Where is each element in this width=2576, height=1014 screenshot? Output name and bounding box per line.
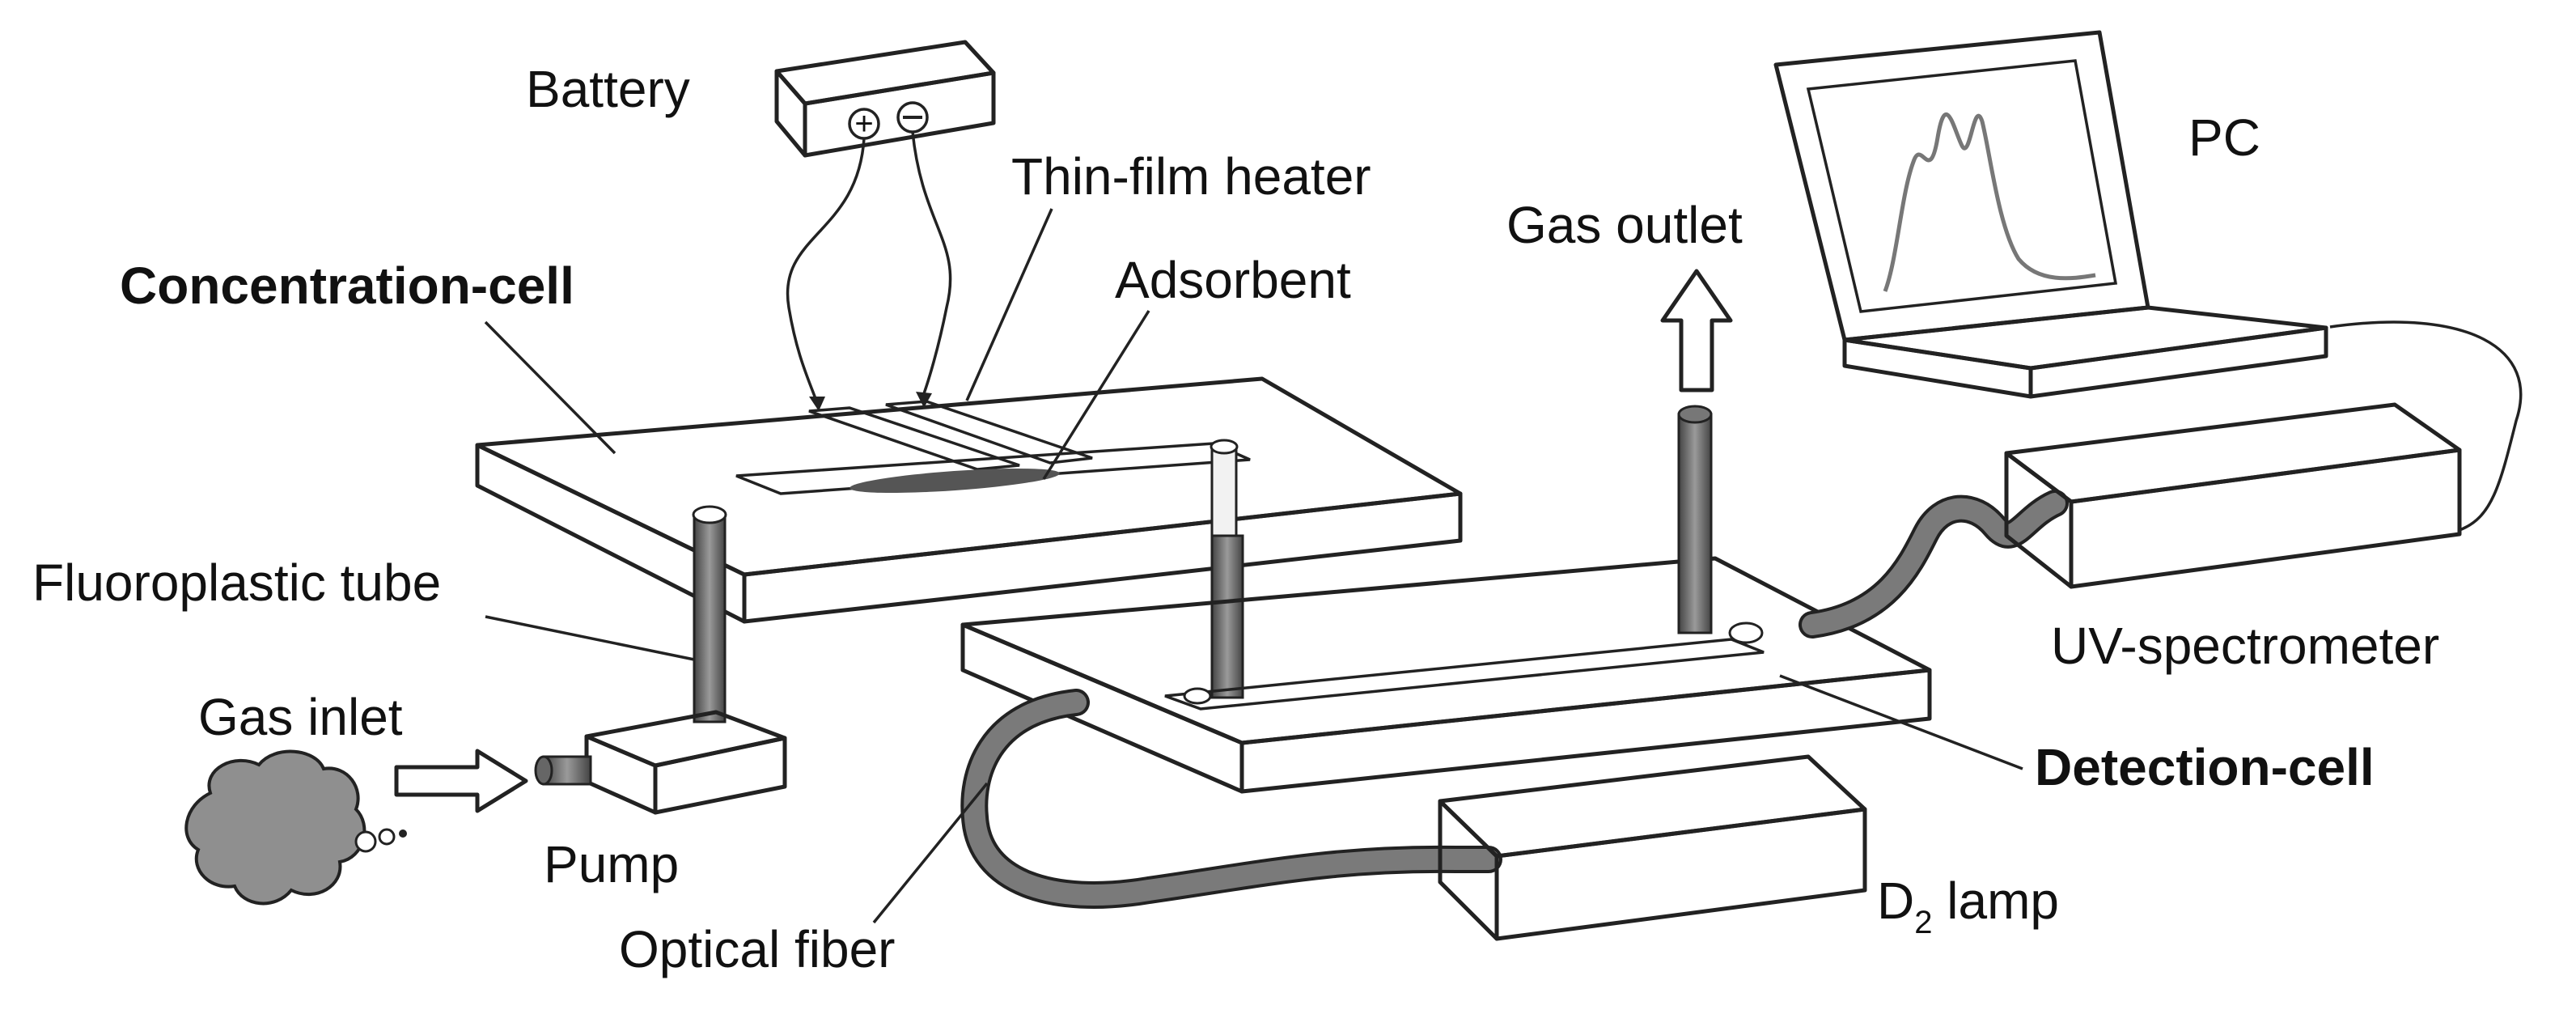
concentration-cell-leader (484, 320, 616, 455)
laptop-display (1806, 59, 2118, 313)
optical-fiber-leader (872, 782, 989, 924)
gas-outlet-label: Gas outlet (1506, 196, 1743, 254)
d2-lamp (1438, 754, 1867, 941)
plus-icon: + (854, 106, 873, 142)
battery-box: + (774, 40, 996, 158)
pc-laptop (1773, 30, 2328, 399)
pc-cable (2329, 320, 2523, 532)
pump (534, 710, 787, 815)
battery-wires (786, 131, 952, 411)
gas-inlet-label: Gas inlet (198, 688, 403, 746)
detection-cell-leader (1779, 674, 2023, 770)
connecting-tube (1210, 534, 1244, 699)
gas-outlet-tube (1677, 413, 1713, 634)
fluoroplastic-tube-label: Fluoroplastic tube (32, 554, 441, 612)
adsorbent-channel (735, 442, 1251, 495)
pc-label: PC (2188, 108, 2260, 167)
fluoroplastic-tube (693, 516, 727, 723)
d2-lamp-label: D2 lamp (1877, 872, 2059, 940)
gas-cloud-icon (184, 749, 407, 906)
battery-label: Battery (526, 60, 690, 118)
optical-fiber-label: Optical fiber (619, 920, 895, 978)
gas-inlet-arrow-icon (394, 749, 528, 813)
fluoroplastic-tube-leader (485, 615, 695, 661)
pump-label: Pump (544, 835, 679, 893)
thin-film-heater-strip (885, 400, 1093, 465)
concentration-cell (475, 376, 1463, 624)
concentration-cell-label: Concentration-cell (120, 257, 574, 315)
detection-cell (960, 556, 1932, 794)
detection-cell-label: Detection-cell (2035, 738, 2375, 796)
spectrum-graph-icon (1883, 112, 2096, 292)
thin-film-heater-leader (965, 208, 1053, 401)
adsorbent-leader (1042, 310, 1150, 480)
thin-film-heater-label: Thin-film heater (1011, 147, 1371, 206)
adsorbent-material (849, 468, 1060, 494)
adsorbent-label: Adsorbent (1115, 251, 1351, 309)
uv-spectrometer-label: UV-spectrometer (2051, 617, 2439, 675)
gas-outlet-arrow-icon (1660, 269, 1733, 392)
detection-channel (1164, 638, 1765, 711)
uv-spectrometer (2004, 402, 2462, 589)
thin-film-heater-strip (808, 406, 1020, 471)
